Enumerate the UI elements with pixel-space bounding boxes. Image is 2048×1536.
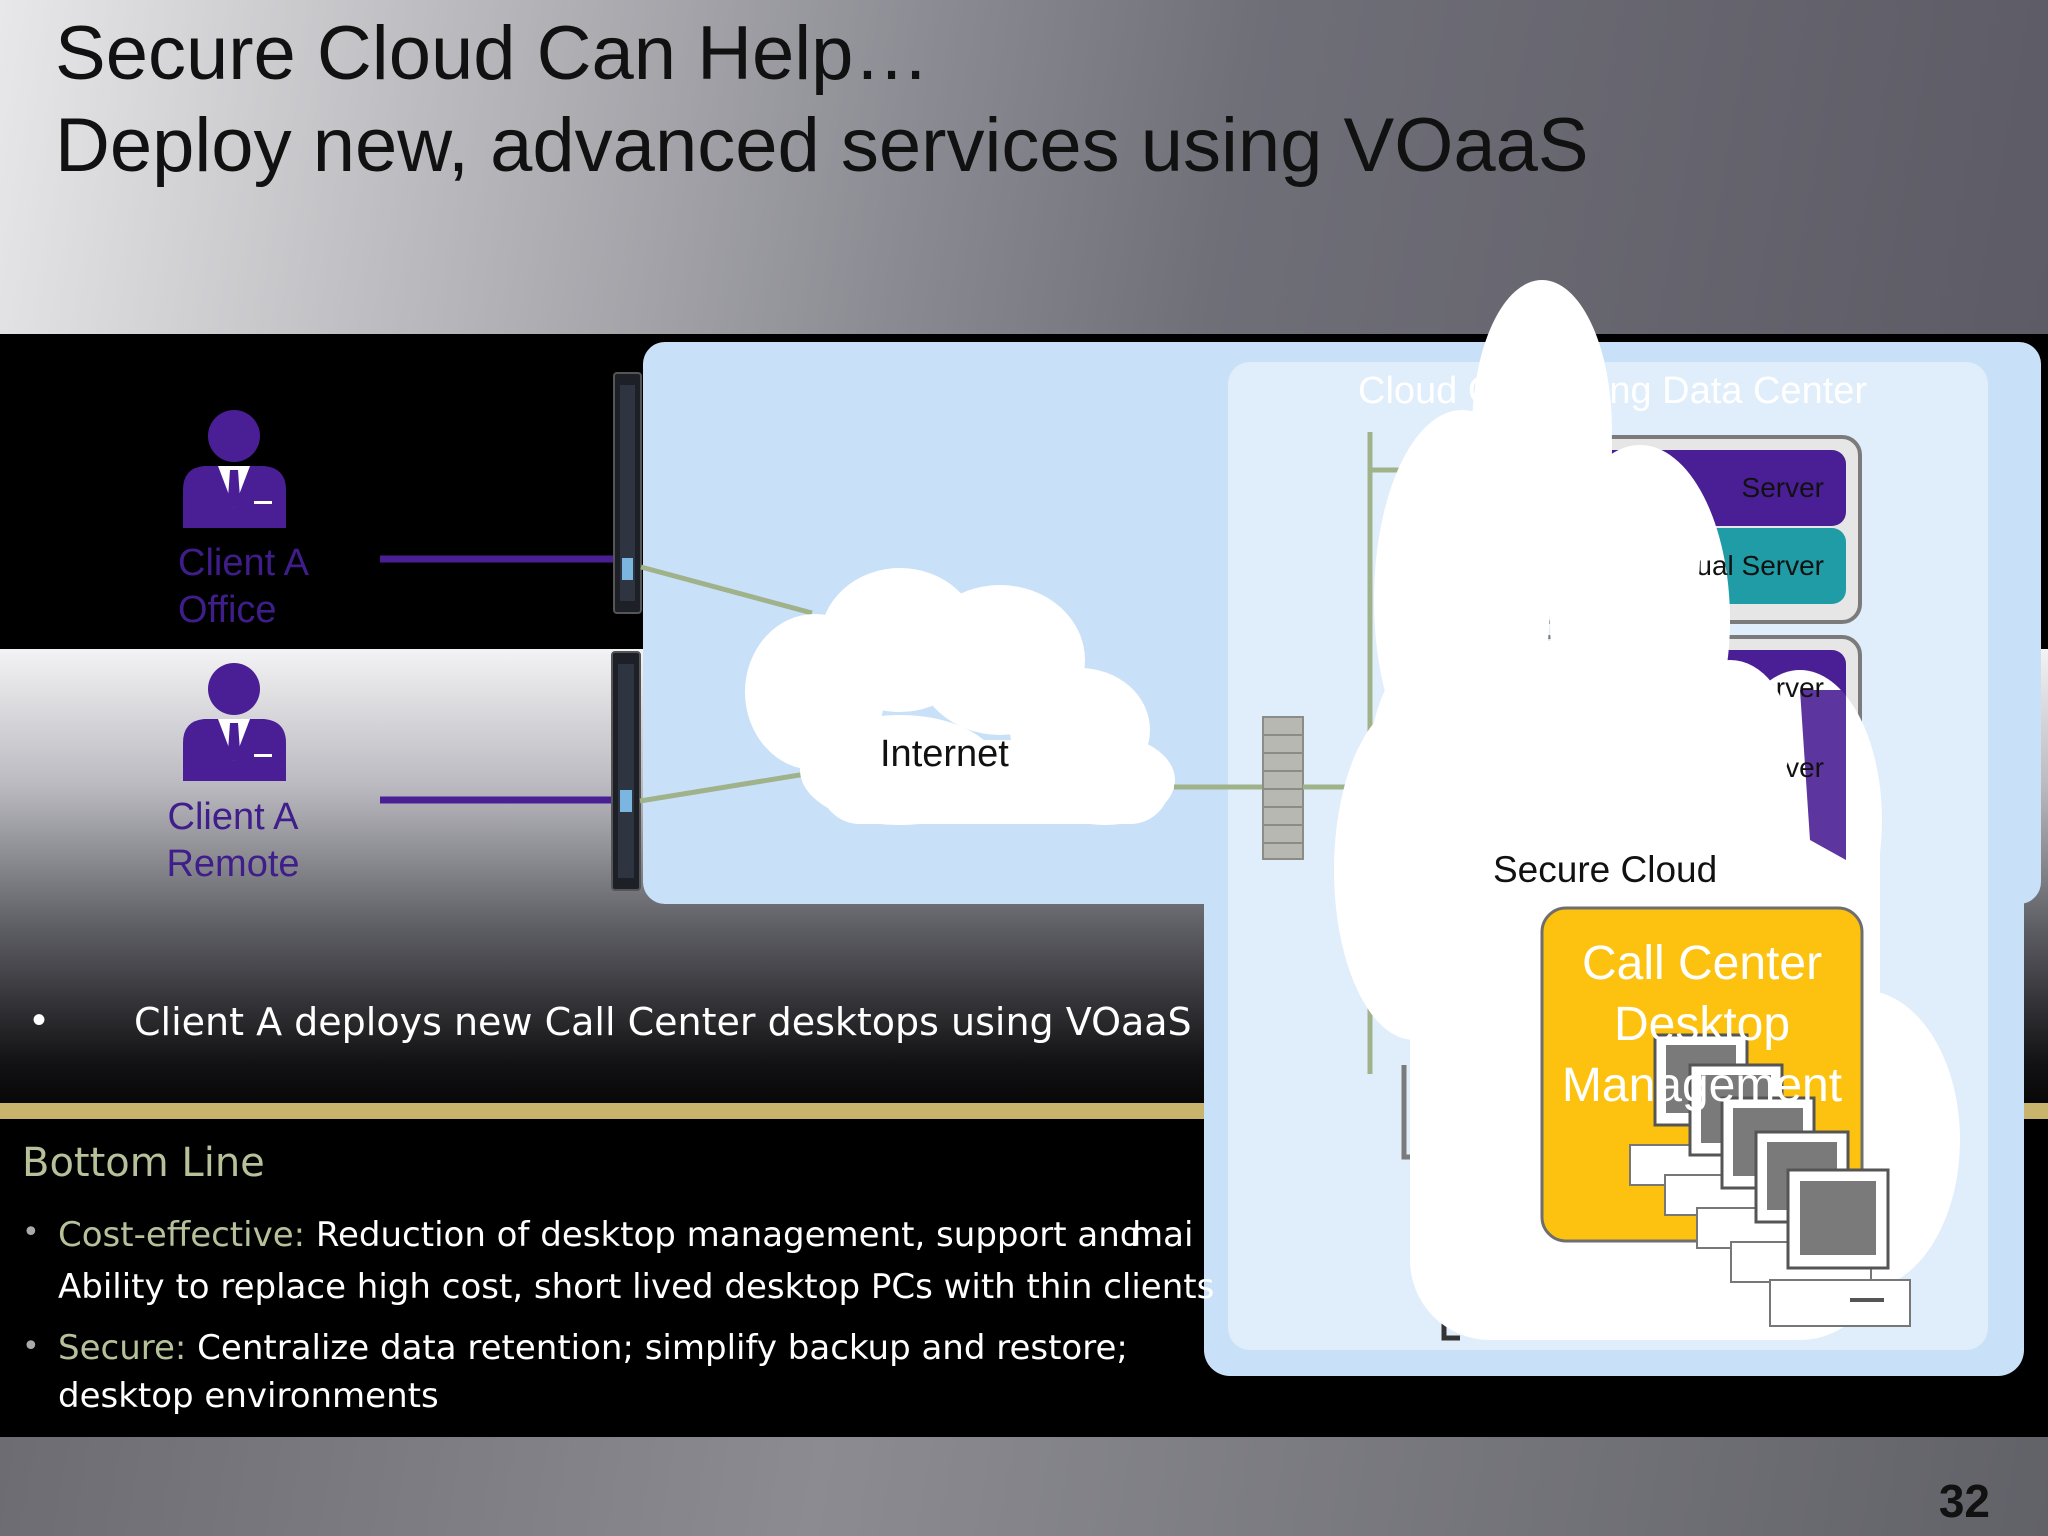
client-office-line1: Client A [178, 542, 309, 584]
secure-cloud-label: Secure Cloud [1493, 849, 1718, 890]
firewall-icon [1262, 716, 1304, 860]
bullet-1-line1: Cost-effective: Reduction of desktop man… [58, 1218, 1141, 1252]
bullet-1-label: Cost-effective: [58, 1215, 306, 1255]
client-office-label: Client A Office [178, 540, 309, 634]
client-remote-line1: Client A [167, 796, 299, 838]
bottom-line-heading: Bottom Line [22, 1140, 265, 1186]
internet-cloud-icon [745, 568, 1175, 825]
server-1-label-box: Server [1470, 450, 1846, 526]
server-3-label-box: Server [1470, 650, 1846, 724]
remote-internet-link [639, 769, 819, 804]
internet-label: Internet [880, 733, 1009, 775]
server-3-label: Server [1741, 672, 1824, 703]
main-bullet-dot: • [32, 998, 47, 1042]
slide-title-line-1: Secure Cloud Can Help… [55, 11, 930, 96]
office-internet-link [640, 564, 813, 616]
person-office-icon [183, 410, 286, 528]
server-4-label-box: Server [1470, 730, 1846, 804]
bullet-2-dot: • [22, 1329, 40, 1364]
bullet-1-text: Reduction of desktop management, support… [315, 1215, 1142, 1255]
main-bullet-text: Client A deploys new Call Center desktop… [134, 1000, 1192, 1044]
call-center-label: Call Center Desktop Management [1561, 937, 1843, 1112]
title-band: Secure Cloud Can Help… Deploy new, advan… [0, 0, 2048, 334]
datacenter-label: Cloud Computing Data Center [1358, 370, 1868, 412]
client-remote-label: Client A Remote [158, 794, 308, 888]
bullet-2-label: Secure: [58, 1328, 187, 1368]
thin-client-desktops-icon [1629, 1033, 1911, 1327]
server-4-label: Server [1741, 752, 1824, 783]
client-office-line2: Office [178, 589, 277, 631]
bullet-2-line2: desktop environments [58, 1376, 439, 1416]
person-remote-icon [183, 663, 286, 781]
bullet-2-line1: Secure: Centralize data retention; simpl… [58, 1331, 1128, 1365]
server-1-label: Server [1741, 472, 1824, 503]
router-office-icon [613, 372, 642, 614]
router-remote-icon [611, 651, 641, 891]
client-remote-line2: Remote [166, 843, 300, 885]
bullet-1-dot: • [22, 1215, 40, 1250]
server-2-label: Virtual Server [1654, 550, 1824, 581]
slide-title-line-2: Deploy new, advanced services using VOaa… [55, 103, 1589, 188]
bullet-1-line2: Ability to replace high cost, short live… [58, 1267, 1215, 1307]
footer-band [0, 1437, 2048, 1536]
bullet-2-text: Centralize data retention; simplify back… [197, 1328, 1128, 1368]
bullet-1-continuation: mai [1130, 1215, 1194, 1255]
server-2-label-box: Virtual Server [1470, 528, 1846, 604]
page-number: 32 [1938, 1475, 1990, 1527]
